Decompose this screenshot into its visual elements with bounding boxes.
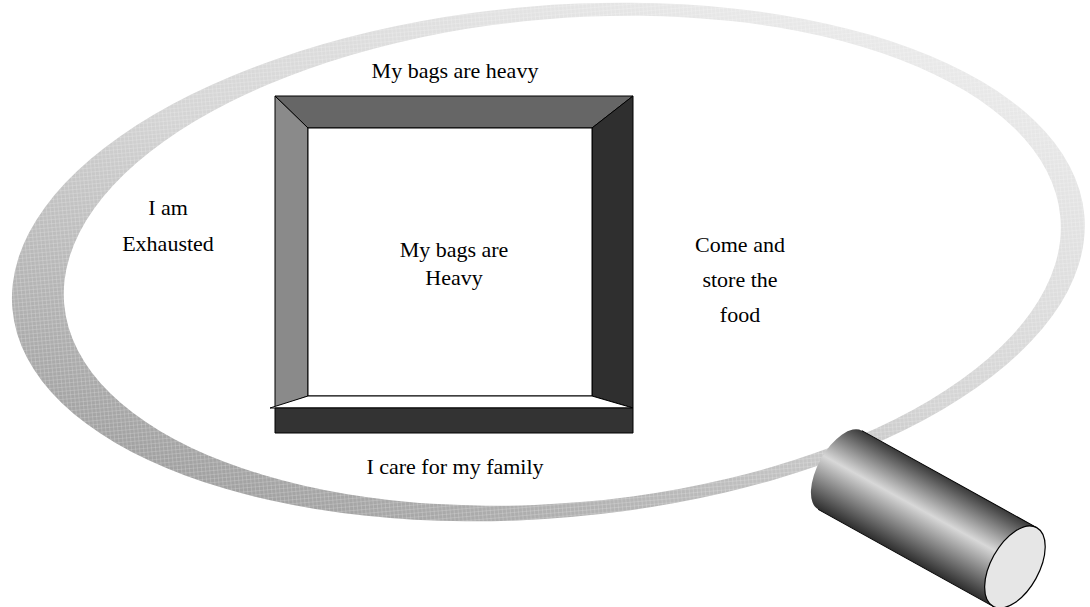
magnifier-handle: [799, 420, 1058, 607]
lens-text: Come and store the food: [681, 227, 799, 333]
frame-text: My bags are Heavy: [379, 236, 529, 291]
frame-inner: [308, 128, 592, 396]
lens-text: I am Exhausted: [103, 190, 233, 263]
frame-base: [275, 408, 633, 433]
frame-top-bevel: [275, 96, 633, 128]
lens-text: I care for my family: [325, 453, 585, 482]
frame-left-bevel: [275, 96, 308, 408]
magnifier-lens: My bags are heavy I am ExhaustedCome and …: [0, 0, 1090, 520]
lens-text: My bags are heavy: [325, 57, 585, 86]
handle-cap: [972, 516, 1058, 607]
beveled-frame: My bags are Heavy: [275, 96, 633, 433]
frame-right-bevel: [592, 96, 633, 408]
lens-glass: [43, 0, 1081, 545]
frame-bottom-bevel: [270, 396, 633, 408]
